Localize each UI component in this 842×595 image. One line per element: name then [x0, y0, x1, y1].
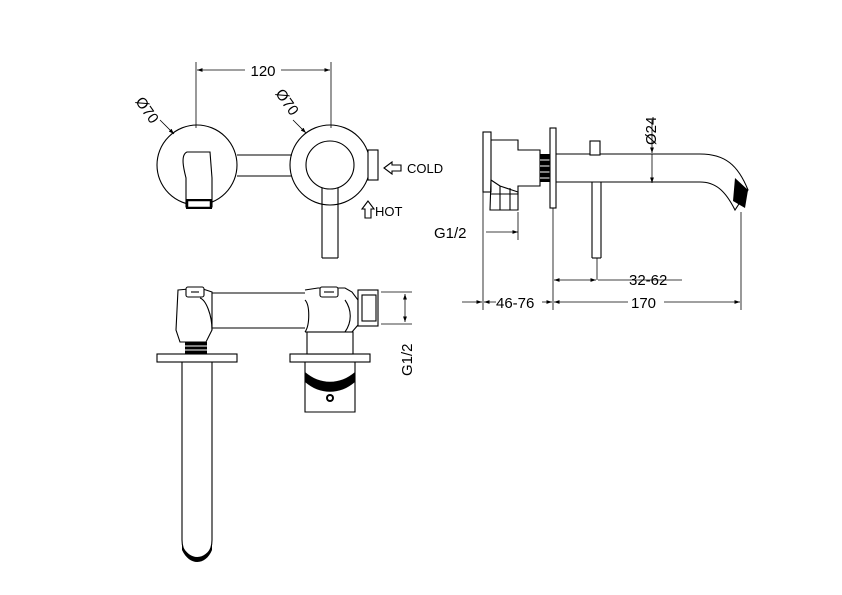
dia-24-label: Ø24 — [643, 117, 660, 145]
cold-arrow-icon — [383, 160, 402, 176]
wall-plate-side — [549, 127, 557, 209]
g12-bottom-label: G1/2 — [399, 343, 416, 376]
dim-46-76-label: 46-76 — [496, 295, 534, 312]
wall-plate-top-left — [156, 353, 238, 363]
mixer-plate — [289, 124, 371, 206]
hot-arrow-icon — [360, 200, 376, 219]
g12-side-label: G1/2 — [434, 225, 467, 242]
side-view: Ø24 G1/2 32-62 46-76 170 — [434, 117, 749, 312]
top-view: G1/2 — [156, 286, 416, 563]
spout-plate — [156, 124, 238, 206]
wall-plate-top-right — [289, 353, 371, 363]
dim-32-62-label: 32-62 — [629, 272, 667, 289]
dia-70-right-label: Ø70 — [272, 86, 302, 119]
dia-70-left-label: Ø70 — [132, 94, 162, 127]
inlet-stub — [367, 149, 379, 181]
cold-label: COLD — [407, 161, 443, 176]
front-view: 120 Ø70 Ø70 COLD HOT — [132, 62, 443, 259]
spout-front — [182, 151, 213, 208]
dim-170-label: 170 — [631, 295, 656, 312]
mixer-body — [305, 140, 355, 190]
dim-120-label: 120 — [250, 63, 275, 80]
hot-label: HOT — [375, 204, 403, 219]
